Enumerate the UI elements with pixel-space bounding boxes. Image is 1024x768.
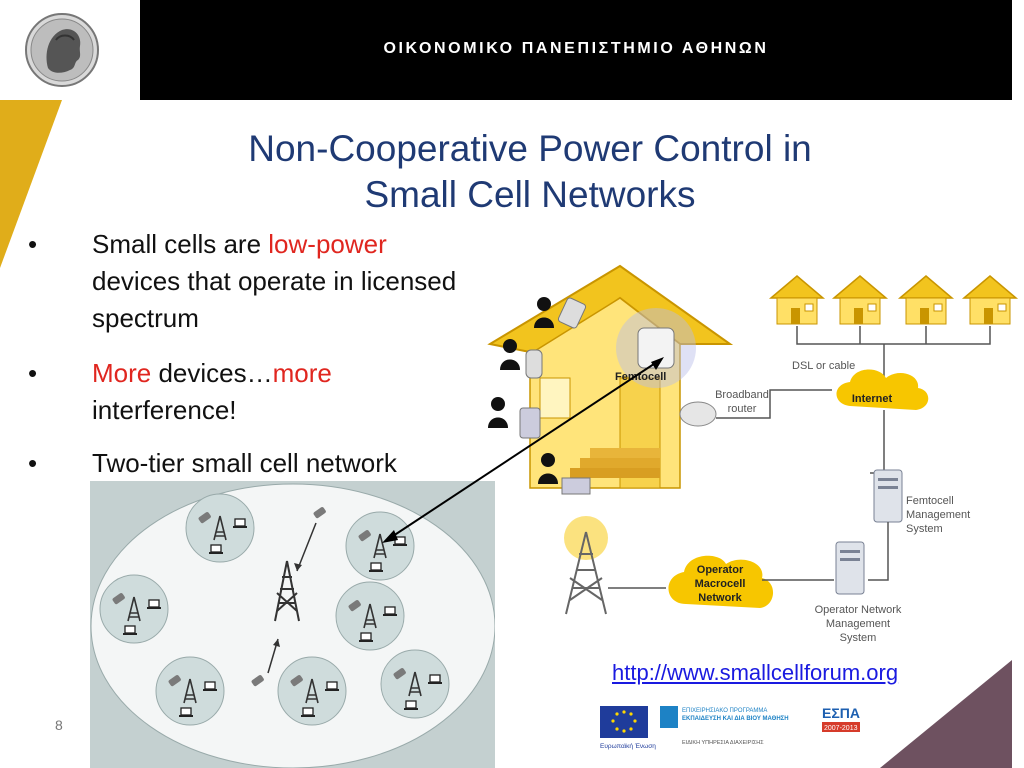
two-tier-network-diagram — [90, 481, 495, 768]
laptop-icon — [561, 477, 591, 495]
small-cell — [156, 657, 224, 725]
person-icon — [488, 397, 508, 428]
femtocell-mgmt-server-icon — [873, 469, 903, 523]
label-operator: Operator — [697, 564, 744, 576]
bullet-marker: • — [28, 358, 38, 388]
operator-macrocell-cloud: Operator Macrocell Network — [668, 555, 774, 608]
bullet-text: Small cells are — [92, 229, 269, 259]
title-line-1: Non-Cooperative Power Control in — [248, 128, 812, 169]
highlight-more-2: more — [272, 358, 332, 388]
bullet-text: Two-tier small cell network — [92, 448, 397, 478]
macro-tower-icon — [274, 560, 300, 622]
label-internet: Internet — [852, 393, 893, 405]
cell-tower-icon — [565, 531, 607, 615]
label-op-mgmt-3: System — [840, 632, 877, 644]
university-name: ΟΙΚΟΝΟΜΙΚΟ ΠΑΝΕΠΙΣΤΗΜΙΟ ΑΘΗΝΩΝ — [383, 40, 769, 57]
program-line-2: ΕΚΠΑΙΔΕΥΣΗ ΚΑΙ ΔΙΑ ΒΙΟΥ ΜΑΘΗΣΗ — [682, 716, 789, 722]
house-icon — [963, 275, 1017, 325]
ministry-line: ΕΙΔΙΚΗ ΥΠΗΡΕΣΙΑ ΔΙΑΧΕΙΡΙΣΗΣ — [682, 740, 764, 746]
eu-caption: Ευρωπαϊκή Ένωση — [600, 743, 656, 750]
internet-cloud: Internet — [836, 369, 929, 410]
label-femtocell: Femtocell — [615, 371, 666, 383]
house-icon — [833, 275, 887, 325]
smallcellforum-link[interactable]: http://www.smallcellforum.org — [612, 660, 899, 685]
label-femto-mgmt-2: Management — [906, 509, 970, 521]
label-router: router — [728, 403, 757, 415]
mobile-phone-icon — [525, 349, 543, 379]
bullet-low-power: • Small cells are low-power devices that… — [28, 226, 478, 336]
highlight-low-power: low-power — [268, 229, 387, 259]
tablet-icon — [519, 407, 541, 439]
home-with-femtocell — [487, 264, 734, 489]
small-cell — [100, 575, 168, 643]
bullet-text: interference! — [92, 395, 237, 425]
gold-decor-triangle — [0, 100, 62, 268]
small-cell — [381, 650, 449, 718]
router-icon — [679, 401, 717, 427]
small-cell — [186, 494, 254, 562]
bullet-text: devices that operate in licensed spectru… — [92, 266, 457, 333]
mobile-phone-icon — [557, 297, 587, 329]
funding-logos: Ευρωπαϊκή Ένωση ΕΠΙΧΕΙΡΗΣΙΑΚΟ ΠΡΟΓΡΑΜΜΑ … — [600, 705, 860, 750]
label-dsl-cable: DSL or cable — [792, 360, 855, 372]
bullet-text: devices… — [151, 358, 273, 388]
program-line-1: ΕΠΙΧΕΙΡΗΣΙΑΚΟ ΠΡΟΓΡΑΜΜΑ — [682, 708, 767, 714]
highlight-more-1: More — [92, 358, 152, 388]
bullet-marker: • — [28, 229, 38, 259]
small-cell — [336, 582, 404, 650]
small-cell — [278, 657, 346, 725]
label-broadband: Broadband — [715, 389, 769, 401]
bullet-interference: • More devices…more interference! — [28, 355, 478, 431]
femtocell-architecture-diagram: Internet DSL or cable Femtocell Broadban… — [487, 264, 1017, 644]
header-bar — [140, 0, 1012, 100]
operator-mgmt-server-icon — [835, 541, 865, 595]
bullet-two-tier: • Two-tier small cell network — [28, 445, 478, 483]
espa-label: ΕΣΠΑ — [822, 705, 860, 721]
label-network: Network — [698, 592, 742, 604]
house-icon — [770, 275, 824, 325]
slide-number: 8 — [55, 717, 63, 733]
bullet-marker: • — [28, 448, 38, 478]
label-op-mgmt-1: Operator Network — [815, 604, 902, 616]
small-cell — [346, 512, 414, 580]
label-femto-mgmt-3: System — [906, 523, 943, 535]
label-op-mgmt-2: Management — [826, 618, 890, 630]
label-femto-mgmt-1: Femtocell — [906, 495, 954, 507]
espa-logo: ΕΣΠΑ 2007-2013 — [822, 705, 860, 732]
university-coin-logo — [25, 13, 99, 87]
espa-years: 2007-2013 — [824, 725, 858, 732]
program-logo: ΕΠΙΧΕΙΡΗΣΙΑΚΟ ΠΡΟΓΡΑΜΜΑ ΕΚΠΑΙΔΕΥΣΗ ΚΑΙ Δ… — [660, 706, 789, 746]
slide-title: Non-Cooperative Power Control in Small C… — [140, 126, 920, 218]
label-macrocell: Macrocell — [695, 578, 746, 590]
femtocell-device-icon — [637, 327, 675, 369]
title-line-2: Small Cell Networks — [364, 174, 696, 215]
house-icon — [899, 275, 953, 325]
